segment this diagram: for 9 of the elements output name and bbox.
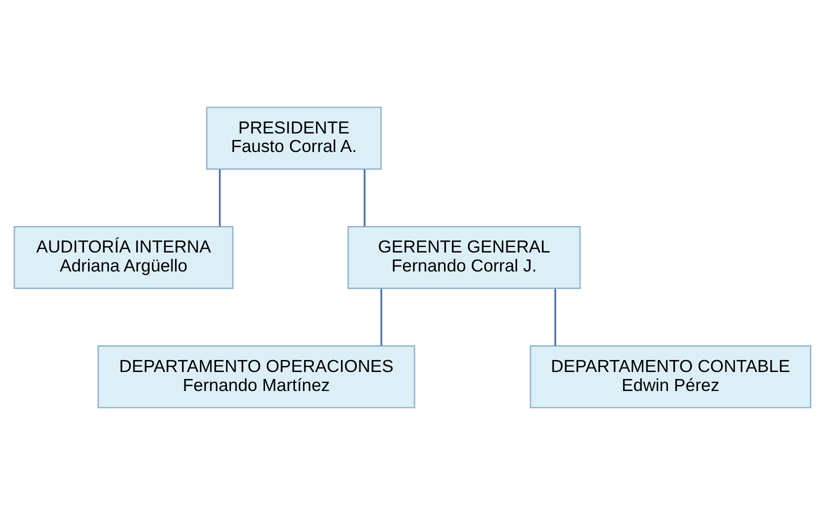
connector <box>218 170 221 226</box>
connector <box>364 170 366 226</box>
node-box: DEPARTAMENTO CONTABLE Edwin Pérez <box>530 345 812 408</box>
node-box: GERENTE GENERAL Fernando Corral J. <box>347 226 581 289</box>
node-box: PRESIDENTE Fausto Corral A. <box>206 106 382 170</box>
node-box: DEPARTAMENTO OPERACIONES Fernando Martínez <box>97 345 416 408</box>
connector <box>554 288 556 346</box>
node-box: AUDITORÍA INTERNA Adriana Argüello <box>14 226 234 289</box>
connector <box>380 288 382 346</box>
